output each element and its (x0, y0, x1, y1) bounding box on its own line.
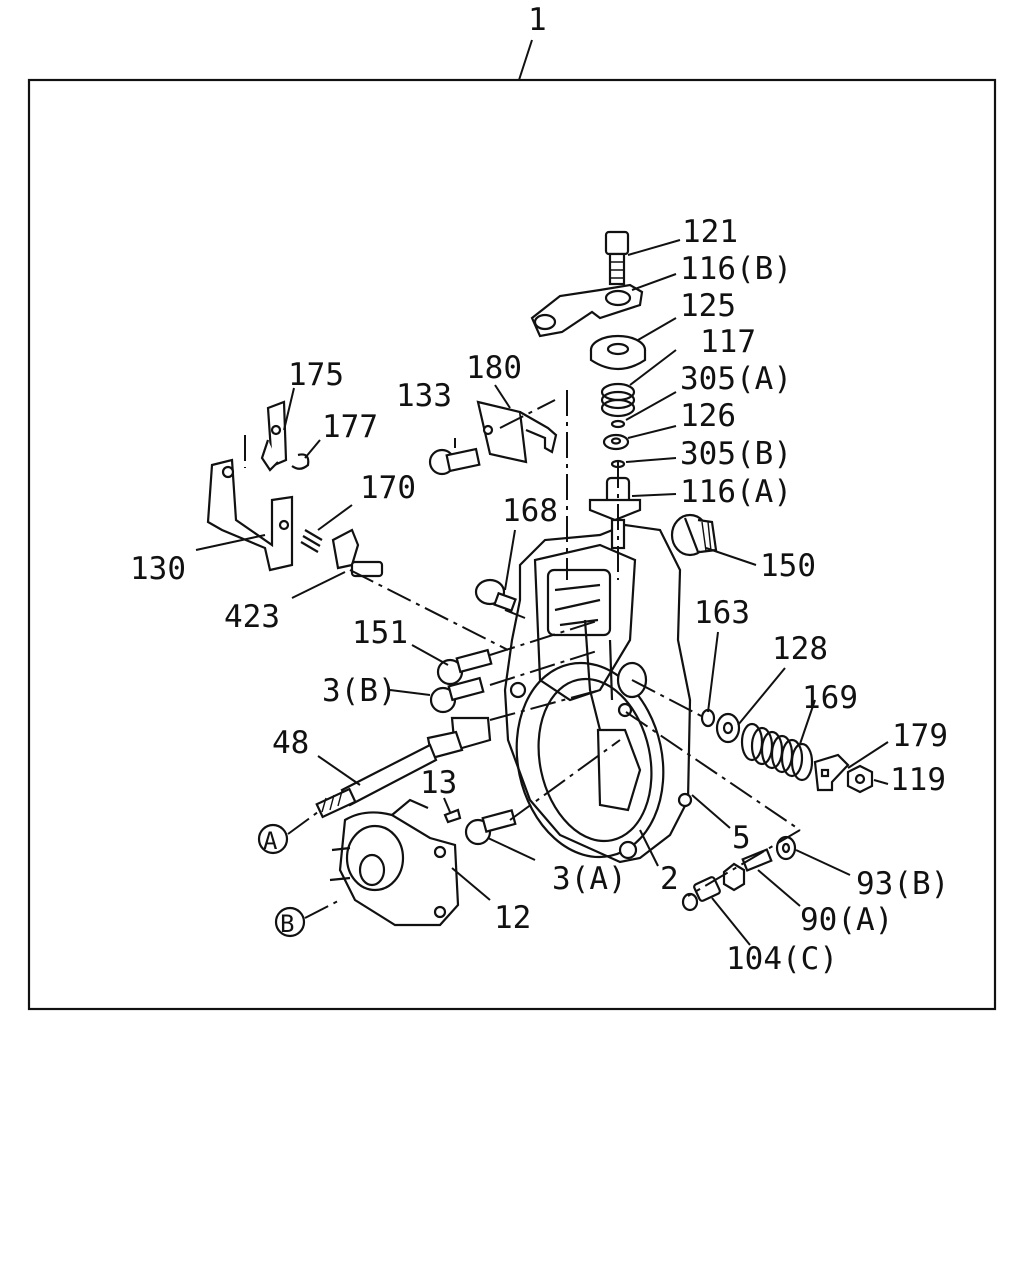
callout-170: 170 (360, 470, 416, 506)
callout-48: 48 (272, 725, 309, 761)
callout-179: 179 (892, 718, 948, 754)
callout-5: 5 (732, 820, 751, 856)
pin-423-icon (331, 528, 384, 578)
callout-116a: 116(A) (680, 474, 792, 510)
callout-12: 12 (494, 900, 531, 936)
pump-housing (503, 523, 693, 864)
oring-163-icon (700, 708, 716, 728)
diagram-frame (27, 78, 997, 1011)
svg-text:B: B (280, 910, 294, 938)
bolt-133-icon (428, 447, 481, 476)
spring-169-icon (740, 722, 814, 782)
callout-180: 180 (466, 350, 522, 386)
lever-116b-icon (530, 283, 644, 338)
marker-a: A (257, 823, 289, 855)
bolt-168-icon (474, 578, 517, 613)
bolt-90a-icon (722, 848, 773, 892)
callout-423: 423 (224, 599, 280, 635)
callout-169: 169 (802, 680, 858, 716)
pin-104c-icon (681, 876, 721, 912)
washer-128-icon (715, 712, 741, 744)
callout-128: 128 (772, 631, 828, 667)
bolt-151-icon (436, 648, 493, 686)
lever-175-icon (260, 400, 288, 472)
callout-168: 168 (502, 493, 558, 529)
callout-305a: 305(A) (680, 361, 792, 397)
callout-177: 177 (322, 409, 378, 445)
callout-104c: 104(C) (726, 941, 838, 977)
callout-125: 125 (680, 288, 736, 324)
adjust-screw-150-icon (670, 513, 718, 557)
cover-12-icon (329, 798, 460, 927)
callout-150: 150 (760, 548, 816, 584)
callout-2: 2 (660, 861, 679, 897)
bolt-3b-icon (429, 676, 485, 714)
shaft-48-icon (315, 716, 492, 819)
nut-119-icon (846, 764, 874, 794)
bolt-121-icon (604, 230, 630, 286)
bracket-180-icon (476, 400, 558, 464)
plate-179-icon (813, 753, 850, 792)
callout-13: 13 (420, 765, 457, 801)
callout-3a: 3(A) (552, 861, 627, 897)
assembly-leader-line (518, 39, 533, 81)
marker-b: B (274, 906, 306, 938)
spring-170-icon (300, 529, 323, 553)
clip-177-icon (291, 453, 310, 470)
callout-117: 117 (700, 324, 756, 360)
assembly-lines (244, 390, 801, 919)
callout-130: 130 (130, 551, 186, 587)
callout-151: 151 (352, 615, 408, 651)
callout-3b: 3(B) (322, 673, 397, 709)
callout-labels: 121 116(B) 125 117 305(A) 126 305(B) 116… (130, 214, 949, 977)
washer-93b-icon (775, 835, 797, 861)
callout-126: 126 (680, 398, 736, 434)
callout-93b: 93(B) (856, 866, 949, 902)
clip-305a-icon (610, 419, 626, 429)
callout-305b: 305(B) (680, 436, 792, 472)
spring-117-icon (600, 382, 636, 418)
svg-text:A: A (263, 827, 278, 855)
callout-90a: 90(A) (800, 902, 893, 938)
leader-lines (195, 239, 889, 946)
cap-125-icon (589, 334, 647, 371)
callout-121: 121 (682, 214, 738, 250)
washer-126-icon (602, 433, 630, 451)
callout-163: 163 (694, 595, 750, 631)
callout-175: 175 (288, 357, 344, 393)
callout-119: 119 (890, 762, 946, 798)
key-13-icon (443, 808, 462, 824)
lever-130-icon (206, 458, 294, 572)
callout-116b: 116(B) (680, 251, 792, 287)
callout-133: 133 (396, 378, 452, 414)
assembly-callout: 1 (528, 2, 547, 38)
